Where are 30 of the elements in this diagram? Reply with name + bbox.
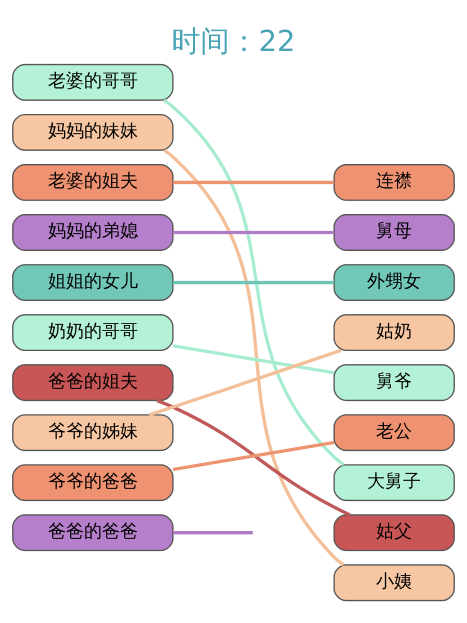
node-box: 妈妈的妹妹	[12, 113, 174, 150]
connector	[172, 344, 334, 374]
node-box: 外甥女	[333, 264, 455, 300]
node-box: 舅爷	[333, 364, 455, 401]
connector	[172, 230, 334, 234]
node-box: 老公	[333, 414, 455, 451]
node-box: 老婆的哥哥	[12, 63, 174, 100]
node-box: 妈妈的弟媳	[12, 214, 174, 250]
node-box: 奶奶的哥哥	[12, 314, 174, 351]
connector	[172, 530, 253, 534]
connector	[172, 180, 334, 184]
node-box: 姑父	[333, 514, 455, 551]
node-box: 老婆的姐夫	[12, 164, 174, 200]
node-box: 大舅子	[333, 464, 455, 501]
connector	[172, 280, 334, 284]
node-box: 舅母	[333, 214, 455, 250]
node-box: 小姨	[333, 564, 455, 601]
node-box: 爷爷的姊妹	[12, 414, 174, 451]
node-box: 姐姐的女儿	[12, 264, 174, 300]
node-box: 连襟	[333, 164, 455, 200]
node-box: 爷爷的爸爸	[12, 464, 174, 501]
connector	[156, 398, 351, 516]
connector	[148, 348, 342, 416]
connector	[162, 98, 345, 466]
connector	[163, 148, 344, 566]
node-box: 姑奶	[333, 314, 455, 351]
diagram-title: 时间：22	[172, 24, 296, 58]
node-box: 爸爸的爸爸	[12, 514, 174, 551]
connector	[172, 440, 334, 471]
node-box: 爸爸的姐夫	[12, 364, 174, 401]
